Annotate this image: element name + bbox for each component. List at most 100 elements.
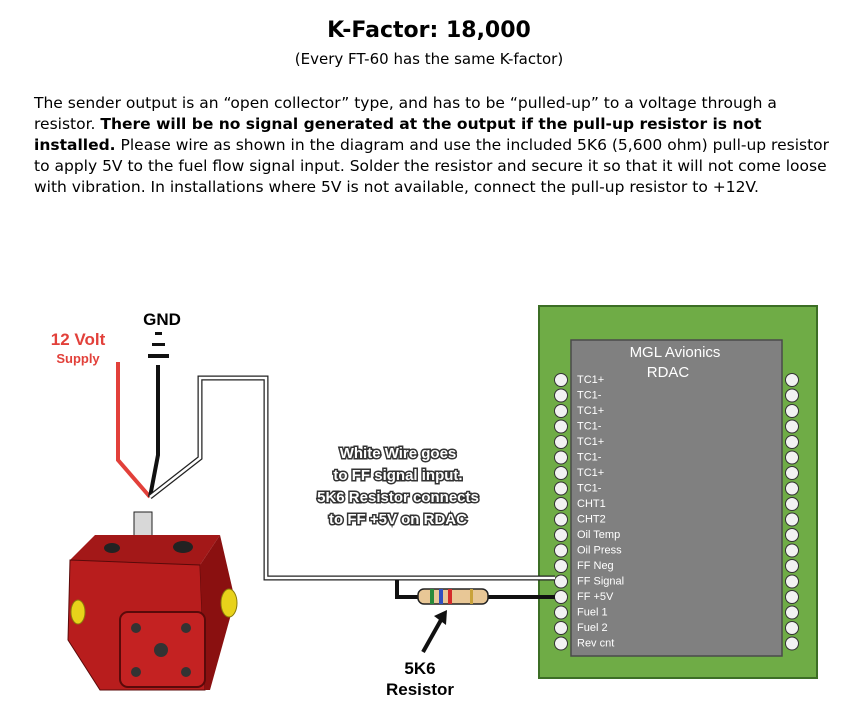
header-pin: [554, 621, 568, 635]
sender-screw: [181, 667, 191, 677]
header-pin: [785, 543, 799, 558]
sender-screw: [131, 623, 141, 633]
header-pin: [785, 450, 799, 465]
pin-label: Fuel 1: [577, 607, 608, 619]
header-pin: [785, 621, 799, 635]
pin-label: TC1-: [577, 421, 602, 433]
paragraph-text-1: The sender output is an “open collector”…: [34, 94, 777, 133]
header-pin: [554, 605, 568, 620]
ft60-sender: [67, 511, 238, 691]
resistor-body: [417, 588, 489, 605]
header-pin: [785, 481, 799, 496]
header-pin: [554, 388, 568, 403]
header-pin: [554, 559, 568, 573]
callout-line: White Wire goes: [340, 445, 457, 462]
red-supply-wire: [116, 362, 152, 499]
resistor-arrowhead: [434, 610, 447, 625]
gnd-symbol-bottom: [148, 354, 169, 358]
pin-label: TC1-: [577, 390, 602, 402]
header-pin: [785, 574, 799, 589]
resistor-band-blue: [439, 589, 443, 604]
pin-label: Fuel 2: [577, 622, 608, 634]
callout-line: 5K6 Resistor connects: [317, 489, 479, 506]
header-pin: [554, 450, 568, 465]
header-pin: [554, 528, 568, 542]
header-pin: [554, 466, 568, 480]
header-pin: [554, 543, 568, 558]
sender-port-top-left: [104, 543, 120, 553]
pin-label: TC1-: [577, 452, 602, 464]
gnd-symbol-mid: [152, 343, 165, 346]
header-pin: [785, 636, 799, 651]
rdac-subtitle: RDAC: [647, 364, 690, 381]
sender-port-top: [173, 541, 193, 553]
instruction-paragraph: The sender output is an “open collector”…: [34, 93, 834, 198]
supply-label-line1: 12 Volt: [51, 330, 106, 349]
header-pin: [554, 636, 568, 651]
pin-label: CHT2: [577, 514, 606, 526]
right-pin-header: [785, 373, 799, 651]
resistor-label-line2: Resistor: [386, 680, 454, 699]
header-pin: [554, 373, 568, 387]
rdac-chip: [570, 339, 783, 657]
sender-yellow-fitting-left: [70, 599, 86, 625]
header-pin: [785, 528, 799, 542]
resistor-band-green: [430, 589, 434, 604]
header-pin: [554, 574, 568, 589]
pin-label: FF Neg: [577, 560, 614, 572]
header-pin: [554, 419, 568, 434]
sender-screw: [131, 667, 141, 677]
header-pin: [785, 559, 799, 573]
header-pin: [554, 512, 568, 527]
header-pin: [785, 497, 799, 511]
left-pin-header: [554, 373, 568, 651]
pin-label: FF Signal: [577, 576, 624, 588]
header-pin: [785, 605, 799, 620]
header-pin: [785, 466, 799, 480]
header-pin: [785, 512, 799, 527]
sender-screw: [181, 623, 191, 633]
header-pin: [554, 404, 568, 418]
header-pin: [554, 481, 568, 496]
header-pin: [554, 497, 568, 511]
resistor-lead: [395, 580, 555, 599]
gnd-label: GND: [143, 310, 181, 329]
resistor-arrow: [421, 619, 443, 653]
sender-yellow-fitting-right: [220, 588, 238, 618]
callout-line: to FF +5V on RDAC: [329, 511, 467, 528]
header-pin: [785, 590, 799, 604]
header-pin: [785, 373, 799, 387]
resistor-label-line1: 5K6: [404, 659, 435, 678]
paragraph-warning: There will be no signal generated at the…: [34, 115, 762, 154]
pin-label: TC1+: [577, 405, 604, 417]
black-ground-wire: [148, 365, 160, 498]
pin-label: Rev cnt: [577, 638, 614, 650]
pin-label: Oil Press: [577, 545, 622, 557]
page-subtitle: (Every FT-60 has the same K-factor): [294, 50, 564, 68]
pin-label: FF +5V: [577, 591, 614, 603]
white-signal-wire: [149, 376, 555, 580]
pin-label: TC1+: [577, 374, 604, 386]
header-pin: [554, 590, 568, 604]
pin-label: CHT1: [577, 498, 606, 510]
pin-label: Oil Temp: [577, 529, 620, 541]
sender-side: [200, 535, 235, 690]
resistor-band-gold: [470, 589, 473, 604]
sender-center-bolt: [154, 643, 168, 657]
page-title: K-Factor: 18,000: [327, 18, 531, 43]
pin-label: TC1-: [577, 483, 602, 495]
rdac-title: MGL Avionics: [630, 344, 721, 361]
header-pin: [554, 435, 568, 449]
header-pin: [785, 404, 799, 418]
pin-label: TC1+: [577, 467, 604, 479]
pin-labels: TC1+ TC1- TC1+ TC1- TC1+ TC1- TC1+ TC1- CHT1CHT2…: [577, 374, 624, 650]
pin-label: TC1+: [577, 436, 604, 448]
resistor-band-red: [448, 589, 452, 604]
header-pin: [785, 419, 799, 434]
header-pin: [785, 435, 799, 449]
header-pin: [785, 388, 799, 403]
gnd-symbol-top: [155, 332, 162, 335]
supply-label-line2: Supply: [56, 351, 100, 366]
